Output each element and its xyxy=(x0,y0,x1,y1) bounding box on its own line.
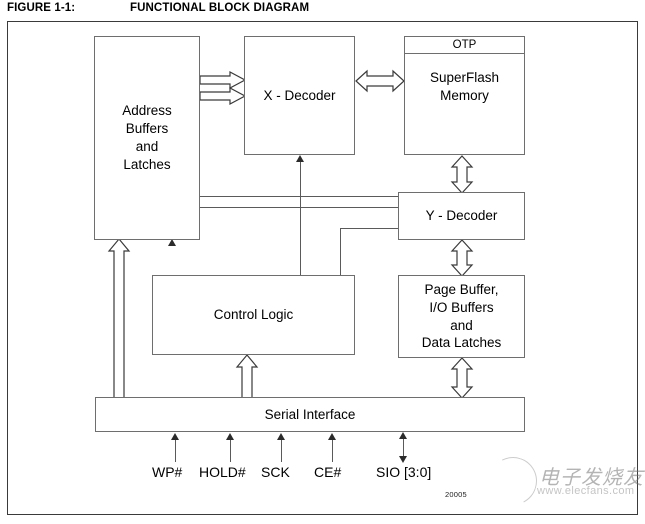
bus-addr-to-ydec-rail-bottom xyxy=(200,207,405,209)
bus-addr-to-ydec-rail-top xyxy=(200,196,405,198)
block-control-logic[interactable]: Control Logic xyxy=(152,275,355,355)
block-serial-interface[interactable]: Serial Interface xyxy=(95,397,525,432)
block-arrow-pagebuffer-serial-bidirectional xyxy=(449,357,475,399)
pin-label-sck: SCK xyxy=(261,464,290,480)
block-arrow-xdecoder-memory-bidirectional xyxy=(355,68,405,94)
pin-arrow-ce xyxy=(328,433,336,440)
block-arrow-memory-ydecoder-bidirectional xyxy=(449,155,475,194)
pin-stem-sck xyxy=(281,440,283,462)
otp-banner-label: OTP xyxy=(405,37,524,54)
pin-arrow-sck xyxy=(277,433,285,440)
block-x-decoder[interactable]: X - Decoder xyxy=(244,36,355,155)
block-arrow-serial-to-control xyxy=(234,354,260,399)
block-y-decoder-label: Y - Decoder xyxy=(425,208,498,224)
pin-arrow-sio-down xyxy=(399,456,407,463)
block-serial-interface-label: Serial Interface xyxy=(264,406,356,422)
block-arrow-address-to-xdecoder-lower xyxy=(199,87,247,105)
wire-control-to-ydecoder-vertical xyxy=(340,228,342,275)
arrowhead-into-address-buffers xyxy=(168,239,176,246)
block-control-logic-label: Control Logic xyxy=(213,307,294,323)
wire-control-to-ydecoder-horizontal xyxy=(340,228,400,230)
pin-label-hold: HOLD# xyxy=(199,464,246,480)
pin-label-ce: CE# xyxy=(314,464,342,480)
arrowhead-into-x-decoder xyxy=(296,155,304,162)
document-code: 20005 xyxy=(445,490,467,499)
pin-arrow-wp xyxy=(171,433,179,440)
pin-arrow-sio-up xyxy=(399,432,407,439)
pin-label-wp: WP# xyxy=(152,464,183,480)
pin-stem-hold xyxy=(230,440,232,462)
pin-label-sio: SIO [3:0] xyxy=(376,464,432,480)
wire-control-to-xdecoder xyxy=(300,162,302,275)
pin-stem-ce xyxy=(332,440,334,462)
block-arrow-ydecoder-pagebuffer-bidirectional xyxy=(449,239,475,277)
block-arrow-address-to-xdecoder-upper xyxy=(199,71,247,89)
figure-number: FIGURE 1-1: xyxy=(7,2,76,14)
block-y-decoder[interactable]: Y - Decoder xyxy=(398,192,525,240)
pin-stem-sio xyxy=(403,438,405,458)
pin-arrow-hold xyxy=(226,433,234,440)
block-arrow-serial-to-address-buffers xyxy=(106,238,132,399)
block-x-decoder-label: X - Decoder xyxy=(263,87,336,103)
figure-caption: FIGURE 1-1: FUNCTIONAL BLOCK DIAGRAM xyxy=(7,2,639,19)
pin-stem-wp xyxy=(175,440,177,462)
figure-title: FUNCTIONAL BLOCK DIAGRAM xyxy=(130,2,310,14)
